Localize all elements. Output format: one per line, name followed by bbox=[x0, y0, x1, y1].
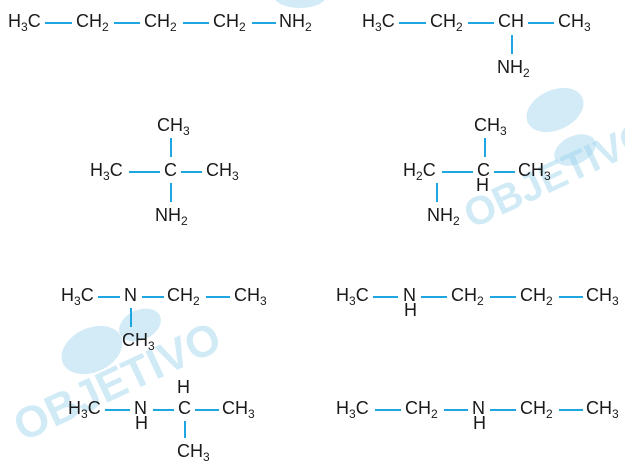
atom-ch3: CH3 bbox=[586, 398, 619, 421]
atom-h3c: H3C bbox=[61, 285, 94, 308]
bond bbox=[490, 409, 516, 411]
atom-ch3: CH3 bbox=[586, 285, 619, 308]
bond bbox=[98, 296, 120, 298]
atom-ch2: CH2 bbox=[430, 11, 463, 34]
atom-ch3: CH3 bbox=[157, 115, 190, 138]
atom-h: H bbox=[135, 413, 148, 433]
atom-ch: CH bbox=[498, 11, 524, 31]
atom-ch2: CH2 bbox=[213, 11, 246, 34]
atom-h3c: H3C bbox=[68, 398, 101, 421]
bond bbox=[444, 409, 468, 411]
atom-c: C bbox=[164, 160, 177, 180]
atom-nh2: NH2 bbox=[497, 57, 530, 80]
bond bbox=[195, 409, 219, 411]
atom-h3c: H3C bbox=[336, 398, 369, 421]
atom-h3c: H3C bbox=[336, 285, 369, 308]
bond bbox=[494, 171, 515, 173]
atom-ch2: CH2 bbox=[451, 285, 484, 308]
atom-ch3: CH3 bbox=[177, 441, 210, 464]
bond bbox=[206, 296, 230, 298]
atom-ch2: CH2 bbox=[405, 398, 438, 421]
atom-ch3: CH3 bbox=[558, 11, 591, 34]
atom-h: H bbox=[404, 300, 417, 320]
atom-ch3: CH3 bbox=[234, 285, 267, 308]
bond bbox=[442, 171, 473, 173]
atom-ch3: CH3 bbox=[518, 160, 551, 183]
atom-n: N bbox=[472, 398, 485, 418]
atom-h3c: H3C bbox=[90, 160, 123, 183]
atom-c: C bbox=[178, 398, 191, 418]
bond bbox=[559, 409, 583, 411]
bond bbox=[183, 22, 209, 24]
atom-n: N bbox=[124, 285, 137, 305]
atom-h3c: H3C bbox=[8, 11, 41, 34]
bond bbox=[170, 138, 172, 157]
bond bbox=[484, 138, 486, 157]
bond bbox=[421, 296, 447, 298]
bond bbox=[129, 171, 160, 173]
atom-h2c: H2C bbox=[403, 160, 436, 183]
bond bbox=[399, 22, 426, 24]
atom-h: H bbox=[473, 413, 486, 433]
atom-h3c: H3C bbox=[362, 11, 395, 34]
atom-ch2: CH2 bbox=[76, 11, 109, 34]
atom-nh2: NH2 bbox=[155, 205, 188, 228]
bond bbox=[436, 183, 438, 202]
bond bbox=[511, 35, 513, 54]
atom-ch3: CH3 bbox=[474, 115, 507, 138]
atom-nh2: NH2 bbox=[279, 11, 312, 34]
bond bbox=[45, 22, 72, 24]
bond bbox=[373, 296, 398, 298]
atom-c: C bbox=[477, 160, 490, 180]
atom-h: H bbox=[177, 377, 190, 397]
atom-ch2: CH2 bbox=[144, 11, 177, 34]
atom-nh2: NH2 bbox=[427, 205, 460, 228]
bond bbox=[252, 22, 276, 24]
bond bbox=[170, 183, 172, 202]
atom-ch2: CH2 bbox=[520, 398, 553, 421]
atom-ch3: CH3 bbox=[122, 330, 155, 353]
bond bbox=[528, 22, 554, 24]
atom-ch2: CH2 bbox=[520, 285, 553, 308]
bond bbox=[130, 308, 132, 327]
atom-h: H bbox=[476, 175, 489, 195]
atom-ch2: CH2 bbox=[167, 285, 200, 308]
atom-n: N bbox=[134, 398, 147, 418]
bond bbox=[375, 409, 401, 411]
atom-ch3: CH3 bbox=[222, 398, 255, 421]
bond bbox=[142, 296, 164, 298]
bond bbox=[184, 421, 186, 438]
watermark-text: OBJETIVO bbox=[6, 313, 228, 451]
atom-ch3: CH3 bbox=[206, 160, 239, 183]
bond bbox=[181, 171, 202, 173]
bond bbox=[468, 22, 494, 24]
bond bbox=[114, 22, 140, 24]
bond bbox=[559, 296, 583, 298]
atom-n: N bbox=[403, 285, 416, 305]
bond bbox=[105, 409, 130, 411]
bond bbox=[490, 296, 516, 298]
bond bbox=[153, 409, 174, 411]
